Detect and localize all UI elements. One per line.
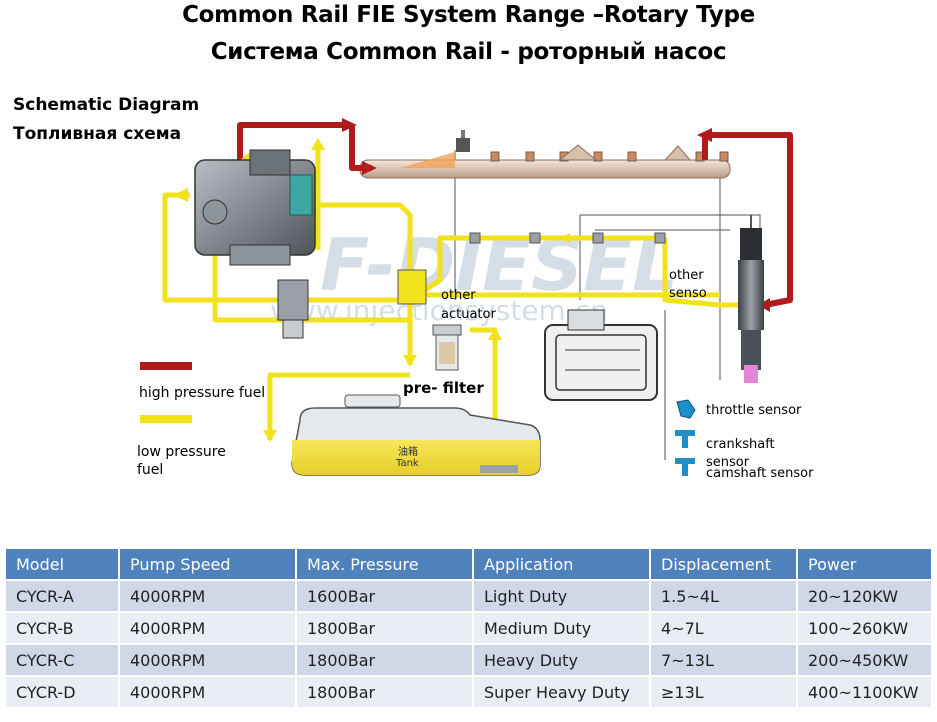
cell-max-pressure: 1800Bar xyxy=(297,613,472,643)
schematic-heading: Schematic Diagram xyxy=(13,95,200,115)
low-pressure-arrow xyxy=(173,188,188,202)
injector xyxy=(738,215,764,383)
cell-application: Super Heavy Duty xyxy=(474,677,649,707)
page-subtitle-russian: Система Common Rail - роторный насос xyxy=(210,39,727,65)
return-line-connectors xyxy=(469,232,666,244)
col-header-pump-speed: Pump Speed xyxy=(120,549,295,579)
cell-power: 20~120KW xyxy=(798,581,931,611)
crankshaft-sensor-icon xyxy=(675,430,695,448)
legend-high-pressure-swatch xyxy=(140,362,192,370)
col-header-model: Model xyxy=(6,549,118,579)
col-header-max-pressure: Max. Pressure xyxy=(297,549,472,579)
table-row: CYCR-A 4000RPM 1600Bar Light Duty 1.5~4L… xyxy=(6,581,931,611)
low-pressure-arrow xyxy=(403,355,417,367)
schematic-heading-russian: Топливная схема xyxy=(13,124,182,144)
low-pressure-arrow xyxy=(488,328,502,340)
cell-max-pressure: 1800Bar xyxy=(297,645,472,675)
ecu-unit xyxy=(544,309,658,401)
camshaft-sensor-icon xyxy=(675,458,695,476)
cell-pump-speed: 4000RPM xyxy=(120,613,295,643)
low-pressure-arrow xyxy=(560,233,570,243)
throttle-sensor-icon xyxy=(676,399,696,419)
label-other-actuator: other xyxy=(441,288,476,303)
label-other-sensor-2: senso xyxy=(669,286,707,301)
label-pre-filter: pre- filter xyxy=(403,379,484,397)
legend-high-pressure-label: high pressure fuel xyxy=(139,385,266,401)
tank-label-english: Tank xyxy=(395,458,419,469)
high-pressure-arrow xyxy=(362,161,377,175)
fuel-tank: 油箱 Tank xyxy=(291,394,541,476)
low-pressure-arrow xyxy=(263,430,277,442)
cell-application: Medium Duty xyxy=(474,613,649,643)
cell-model: CYCR-B xyxy=(6,613,118,643)
actuator-box xyxy=(397,269,427,305)
col-header-displacement: Displacement xyxy=(651,549,796,579)
table-row: CYCR-C 4000RPM 1800Bar Heavy Duty 7~13L … xyxy=(6,645,931,675)
table-row: CYCR-D 4000RPM 1800Bar Super Heavy Duty … xyxy=(6,677,931,707)
label-camshaft-sensor: camshaft sensor xyxy=(706,466,814,481)
high-pressure-arrow xyxy=(342,118,357,132)
legend-low-pressure-label-2: fuel xyxy=(137,462,164,478)
rotary-pump xyxy=(194,149,316,339)
col-header-application: Application xyxy=(474,549,649,579)
label-crankshaft-sensor-2: sensor xyxy=(706,455,750,470)
page-title: Common Rail FIE System Range –Rotary Typ… xyxy=(182,2,755,28)
cell-power: 100~260KW xyxy=(798,613,931,643)
label-throttle-sensor: throttle sensor xyxy=(706,403,802,418)
col-header-power: Power xyxy=(798,549,931,579)
legend-low-pressure-label: low pressure xyxy=(137,444,226,460)
cell-max-pressure: 1800Bar xyxy=(297,677,472,707)
table-header-row: Model Pump Speed Max. Pressure Applicati… xyxy=(6,549,931,579)
cell-max-pressure: 1600Bar xyxy=(297,581,472,611)
fuel-system-schematic: F-DIESEL www.injectionsystem.cn xyxy=(140,118,793,476)
pre-filter xyxy=(432,324,462,371)
cell-power: 400~1100KW xyxy=(798,677,931,707)
cell-application: Heavy Duty xyxy=(474,645,649,675)
table-row: CYCR-B 4000RPM 1800Bar Medium Duty 4~7L … xyxy=(6,613,931,643)
cell-displacement: 1.5~4L xyxy=(651,581,796,611)
cell-model: CYCR-C xyxy=(6,645,118,675)
low-pressure-arrow xyxy=(311,138,325,150)
cell-application: Light Duty xyxy=(474,581,649,611)
cell-model: CYCR-A xyxy=(6,581,118,611)
cell-pump-speed: 4000RPM xyxy=(120,581,295,611)
legend-low-pressure-swatch xyxy=(140,415,192,423)
cell-displacement: 4~7L xyxy=(651,613,796,643)
cell-displacement: 7~13L xyxy=(651,645,796,675)
label-crankshaft-sensor: crankshaft xyxy=(706,437,775,452)
high-pressure-arrow xyxy=(697,128,712,142)
cell-displacement: ≥13L xyxy=(651,677,796,707)
cell-model: CYCR-D xyxy=(6,677,118,707)
cell-pump-speed: 4000RPM xyxy=(120,645,295,675)
spec-table: Model Pump Speed Max. Pressure Applicati… xyxy=(4,547,933,709)
label-other-sensor: other xyxy=(669,268,704,283)
cell-power: 200~450KW xyxy=(798,645,931,675)
tank-label-chinese: 油箱 xyxy=(398,445,418,458)
common-rail xyxy=(359,130,731,179)
label-other-actuator-2: actuator xyxy=(441,307,496,322)
cell-pump-speed: 4000RPM xyxy=(120,677,295,707)
